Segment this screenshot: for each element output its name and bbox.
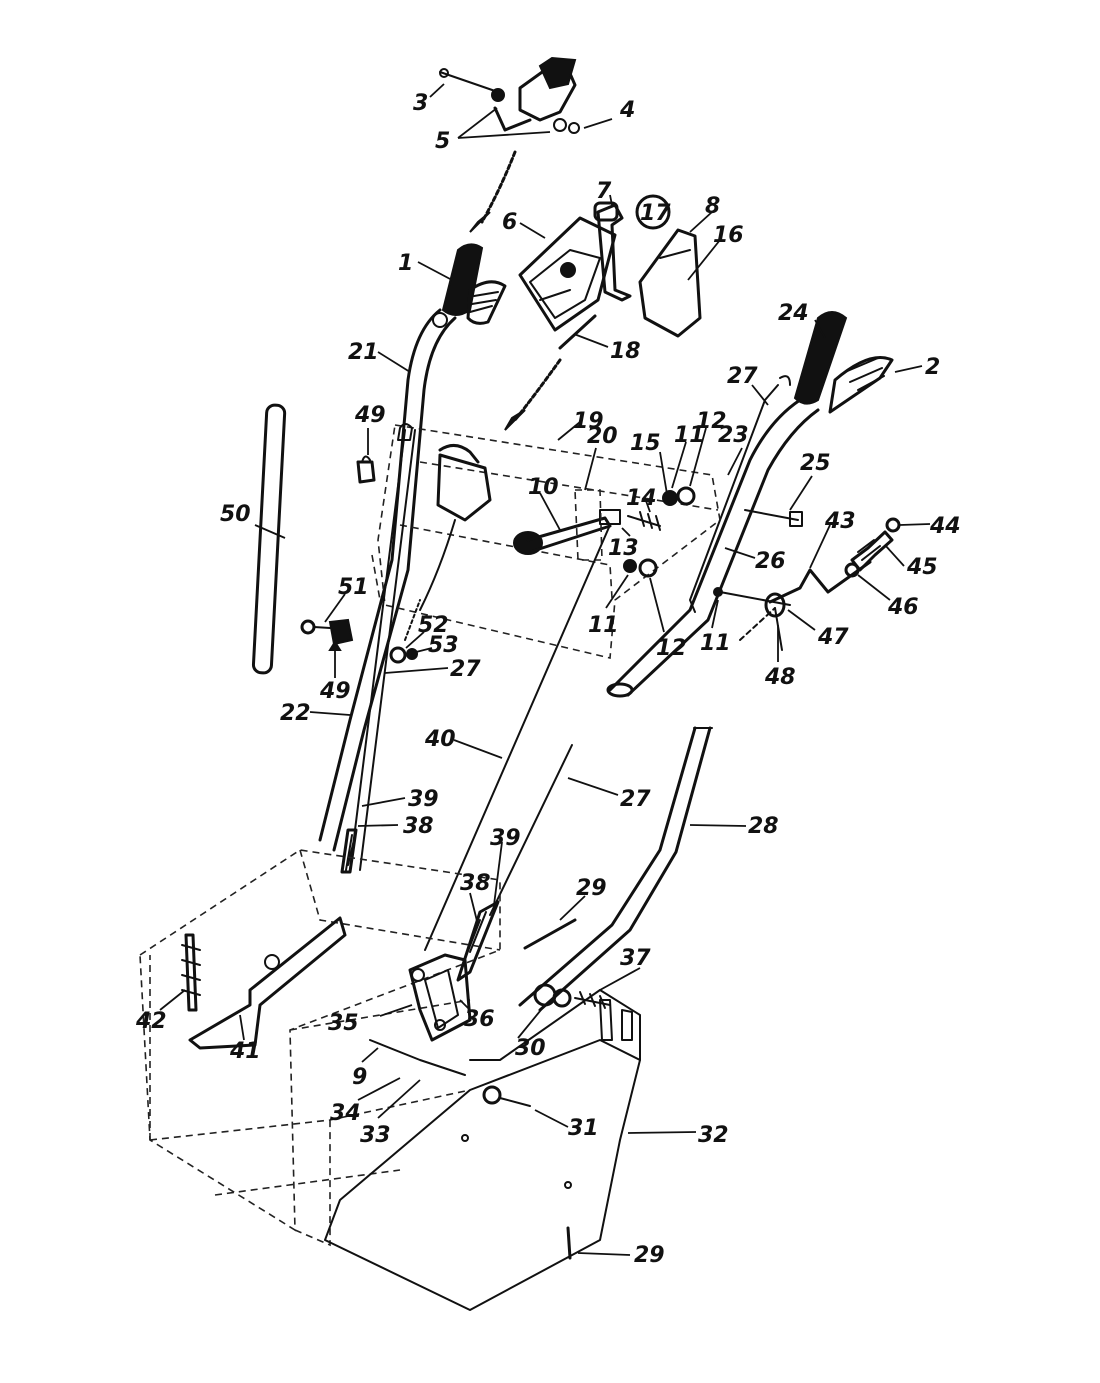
callout-49b: 49 [319, 679, 351, 704]
callout-45: 45 [906, 555, 938, 580]
callout-36: 36 [464, 1007, 495, 1032]
callout-12a: 12 [696, 409, 727, 434]
left-handlebar [309, 243, 507, 852]
callout-11a: 11 [674, 423, 705, 448]
callout-38a: 38 [403, 814, 434, 839]
callout-32: 32 [698, 1123, 729, 1148]
callout-33: 33 [360, 1123, 391, 1148]
callout-6: 6 [502, 210, 517, 235]
callout-18: 18 [610, 339, 641, 364]
callout-26: 26 [755, 549, 786, 574]
callout-4: 4 [619, 98, 635, 123]
callout-53: 53 [428, 633, 459, 658]
callout-16: 16 [713, 223, 744, 248]
callout-27a: 27 [727, 364, 758, 389]
callout-29b: 29 [634, 1243, 665, 1268]
assembly-arrows [469, 150, 562, 431]
callout-23: 23 [718, 423, 749, 448]
callout-9: 9 [352, 1065, 367, 1090]
callout-35: 35 [328, 1011, 359, 1036]
callout-27c: 27 [620, 787, 651, 812]
callout-28: 28 [748, 814, 779, 839]
lower-chassis [139, 849, 501, 1247]
callout-48: 48 [764, 665, 796, 690]
callout-25: 25 [800, 451, 831, 476]
callout-29a: 29 [576, 876, 607, 901]
callout-47: 47 [817, 625, 849, 650]
callout-22: 22 [280, 701, 311, 726]
shift-rod-upper [689, 375, 791, 613]
callout-5: 5 [435, 129, 450, 154]
dashboard-panel [371, 421, 721, 659]
callout-3: 3 [413, 91, 428, 116]
callout-42: 42 [135, 1009, 167, 1034]
callout-43: 43 [824, 509, 856, 534]
callout-46: 46 [887, 595, 919, 620]
callout-8: 8 [705, 194, 720, 219]
callout-21: 21 [348, 340, 379, 365]
base-plate [324, 895, 697, 1311]
callout-12b: 12 [656, 636, 687, 661]
callout-37: 37 [620, 946, 651, 971]
callout-44: 44 [929, 514, 961, 539]
callout-19: 19 [573, 409, 604, 434]
callout-49a: 49 [354, 403, 386, 428]
callout-24: 24 [778, 301, 809, 326]
callout-11b: 11 [588, 613, 619, 638]
callout-10: 10 [528, 475, 559, 500]
left-loose-parts [251, 403, 433, 678]
crank-assembly [711, 517, 931, 662]
right-handlebar [606, 311, 923, 698]
callout-2: 2 [925, 355, 940, 380]
callout-15: 15 [630, 431, 661, 456]
callout-13: 13 [608, 536, 639, 561]
callout-7: 7 [596, 179, 612, 204]
callout-38b: 38 [460, 871, 491, 896]
callout-41: 41 [229, 1039, 261, 1064]
control-rods [340, 429, 747, 1012]
callout-52: 52 [418, 613, 449, 638]
callout-17: 17 [640, 201, 671, 226]
callout-27b: 27 [450, 657, 481, 682]
control-box-assembly [518, 194, 721, 350]
callout-50: 50 [220, 502, 251, 527]
callout-labels: 1 2 3 4 5 6 7 8 9 10 11 11 11 12 12 13 1… [135, 91, 961, 1268]
callout-30: 30 [515, 1036, 546, 1061]
callout-39a: 39 [408, 787, 439, 812]
callout-39b: 39 [490, 826, 521, 851]
callout-51: 51 [338, 575, 369, 600]
callout-14: 14 [626, 486, 657, 511]
callout-34: 34 [330, 1101, 361, 1126]
callout-1: 1 [398, 251, 413, 276]
callout-20: 20 [587, 424, 618, 449]
callout-31: 31 [568, 1116, 599, 1141]
callout-40: 40 [424, 727, 456, 752]
callout-11c: 11 [700, 631, 731, 656]
top-clamp-assembly [429, 56, 613, 139]
